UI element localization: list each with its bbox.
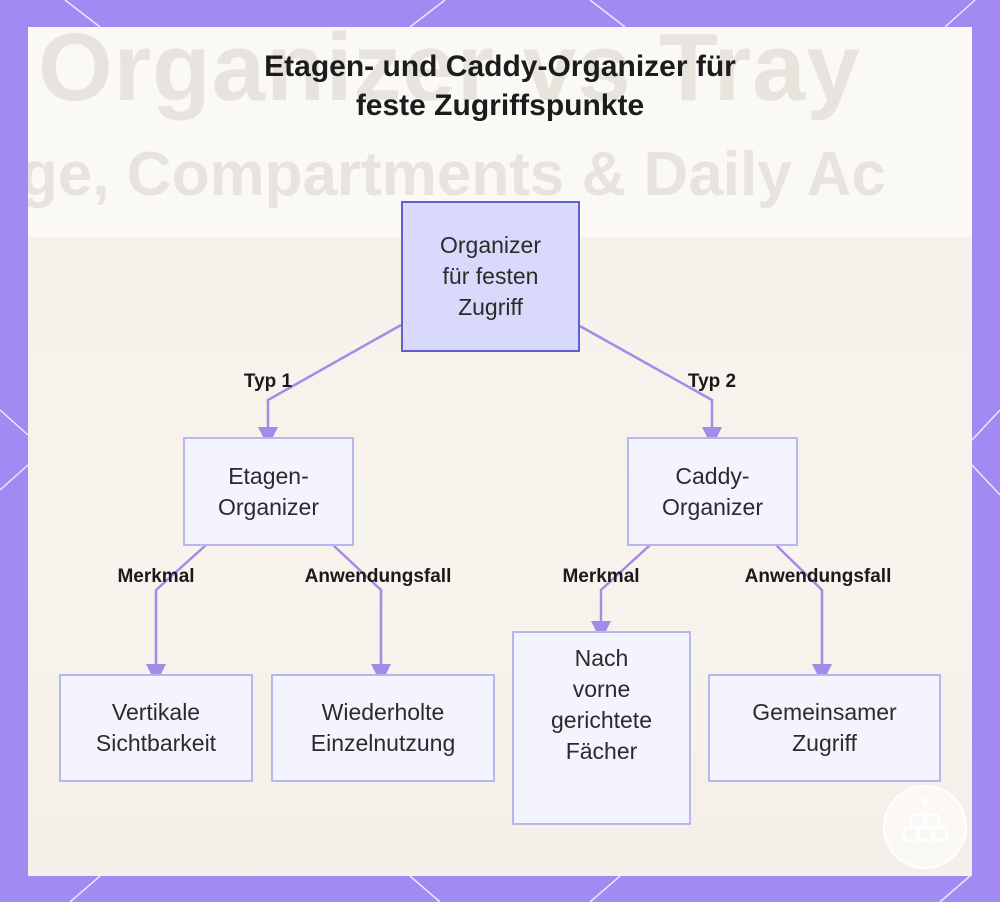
- edge-caddy-nach-vorne: [601, 545, 650, 631]
- node-caddy-line-1: Caddy-: [662, 461, 763, 492]
- edge-caddy-gemeinsamer: [776, 545, 822, 674]
- node-vertikale-sichtbarkeit: Vertikale Sichtbarkeit: [59, 674, 253, 782]
- node-nach-vorne-line-1: Nach: [551, 643, 652, 674]
- node-gemeinsamer-line-2: Zugriff: [752, 728, 896, 759]
- node-caddy-line-2: Organizer: [662, 492, 763, 523]
- node-root-line-2: für festen: [440, 261, 541, 292]
- node-root-line-3: Zugriff: [440, 292, 541, 323]
- edge-etagen-wiederholte: [333, 545, 381, 674]
- edge-label-caddy-merkmal: Merkmal: [562, 566, 639, 588]
- node-caddy-organizer: Caddy- Organizer: [627, 437, 798, 546]
- node-nach-vorne-line-3: gerichtete: [551, 705, 652, 736]
- node-root-line-1: Organizer: [440, 230, 541, 261]
- edge-label-typ-2: Typ 2: [688, 371, 736, 393]
- node-nach-vorne-gerichtete-faecher: Nach vorne gerichtete Fächer: [512, 631, 691, 825]
- edge-label-etagen-anwendungsfall: Anwendungsfall: [305, 566, 452, 588]
- node-vertikale-line-2: Sichtbarkeit: [96, 728, 216, 759]
- cubes-logo-icon: [882, 784, 968, 870]
- node-vertikale-line-1: Vertikale: [96, 697, 216, 728]
- node-nach-vorne-line-4: Fächer: [551, 736, 652, 767]
- node-gemeinsamer-zugriff: Gemeinsamer Zugriff: [708, 674, 941, 782]
- node-wiederholte-line-2: Einzelnutzung: [311, 728, 456, 759]
- edge-label-typ-1: Typ 1: [244, 371, 292, 393]
- edge-label-caddy-anwendungsfall: Anwendungsfall: [745, 566, 892, 588]
- node-wiederholte-line-1: Wiederholte: [311, 697, 456, 728]
- node-wiederholte-einzelnutzung: Wiederholte Einzelnutzung: [271, 674, 495, 782]
- edge-etagen-vertikale: [156, 545, 206, 674]
- node-etagen-line-2: Organizer: [218, 492, 319, 523]
- node-organizer-fuer-festen-zugriff: Organizer für festen Zugriff: [401, 201, 580, 352]
- node-nach-vorne-line-2: vorne: [551, 674, 652, 705]
- node-etagen-line-1: Etagen-: [218, 461, 319, 492]
- node-gemeinsamer-line-1: Gemeinsamer: [752, 697, 896, 728]
- edge-label-etagen-merkmal: Merkmal: [117, 566, 194, 588]
- node-etagen-organizer: Etagen- Organizer: [183, 437, 354, 546]
